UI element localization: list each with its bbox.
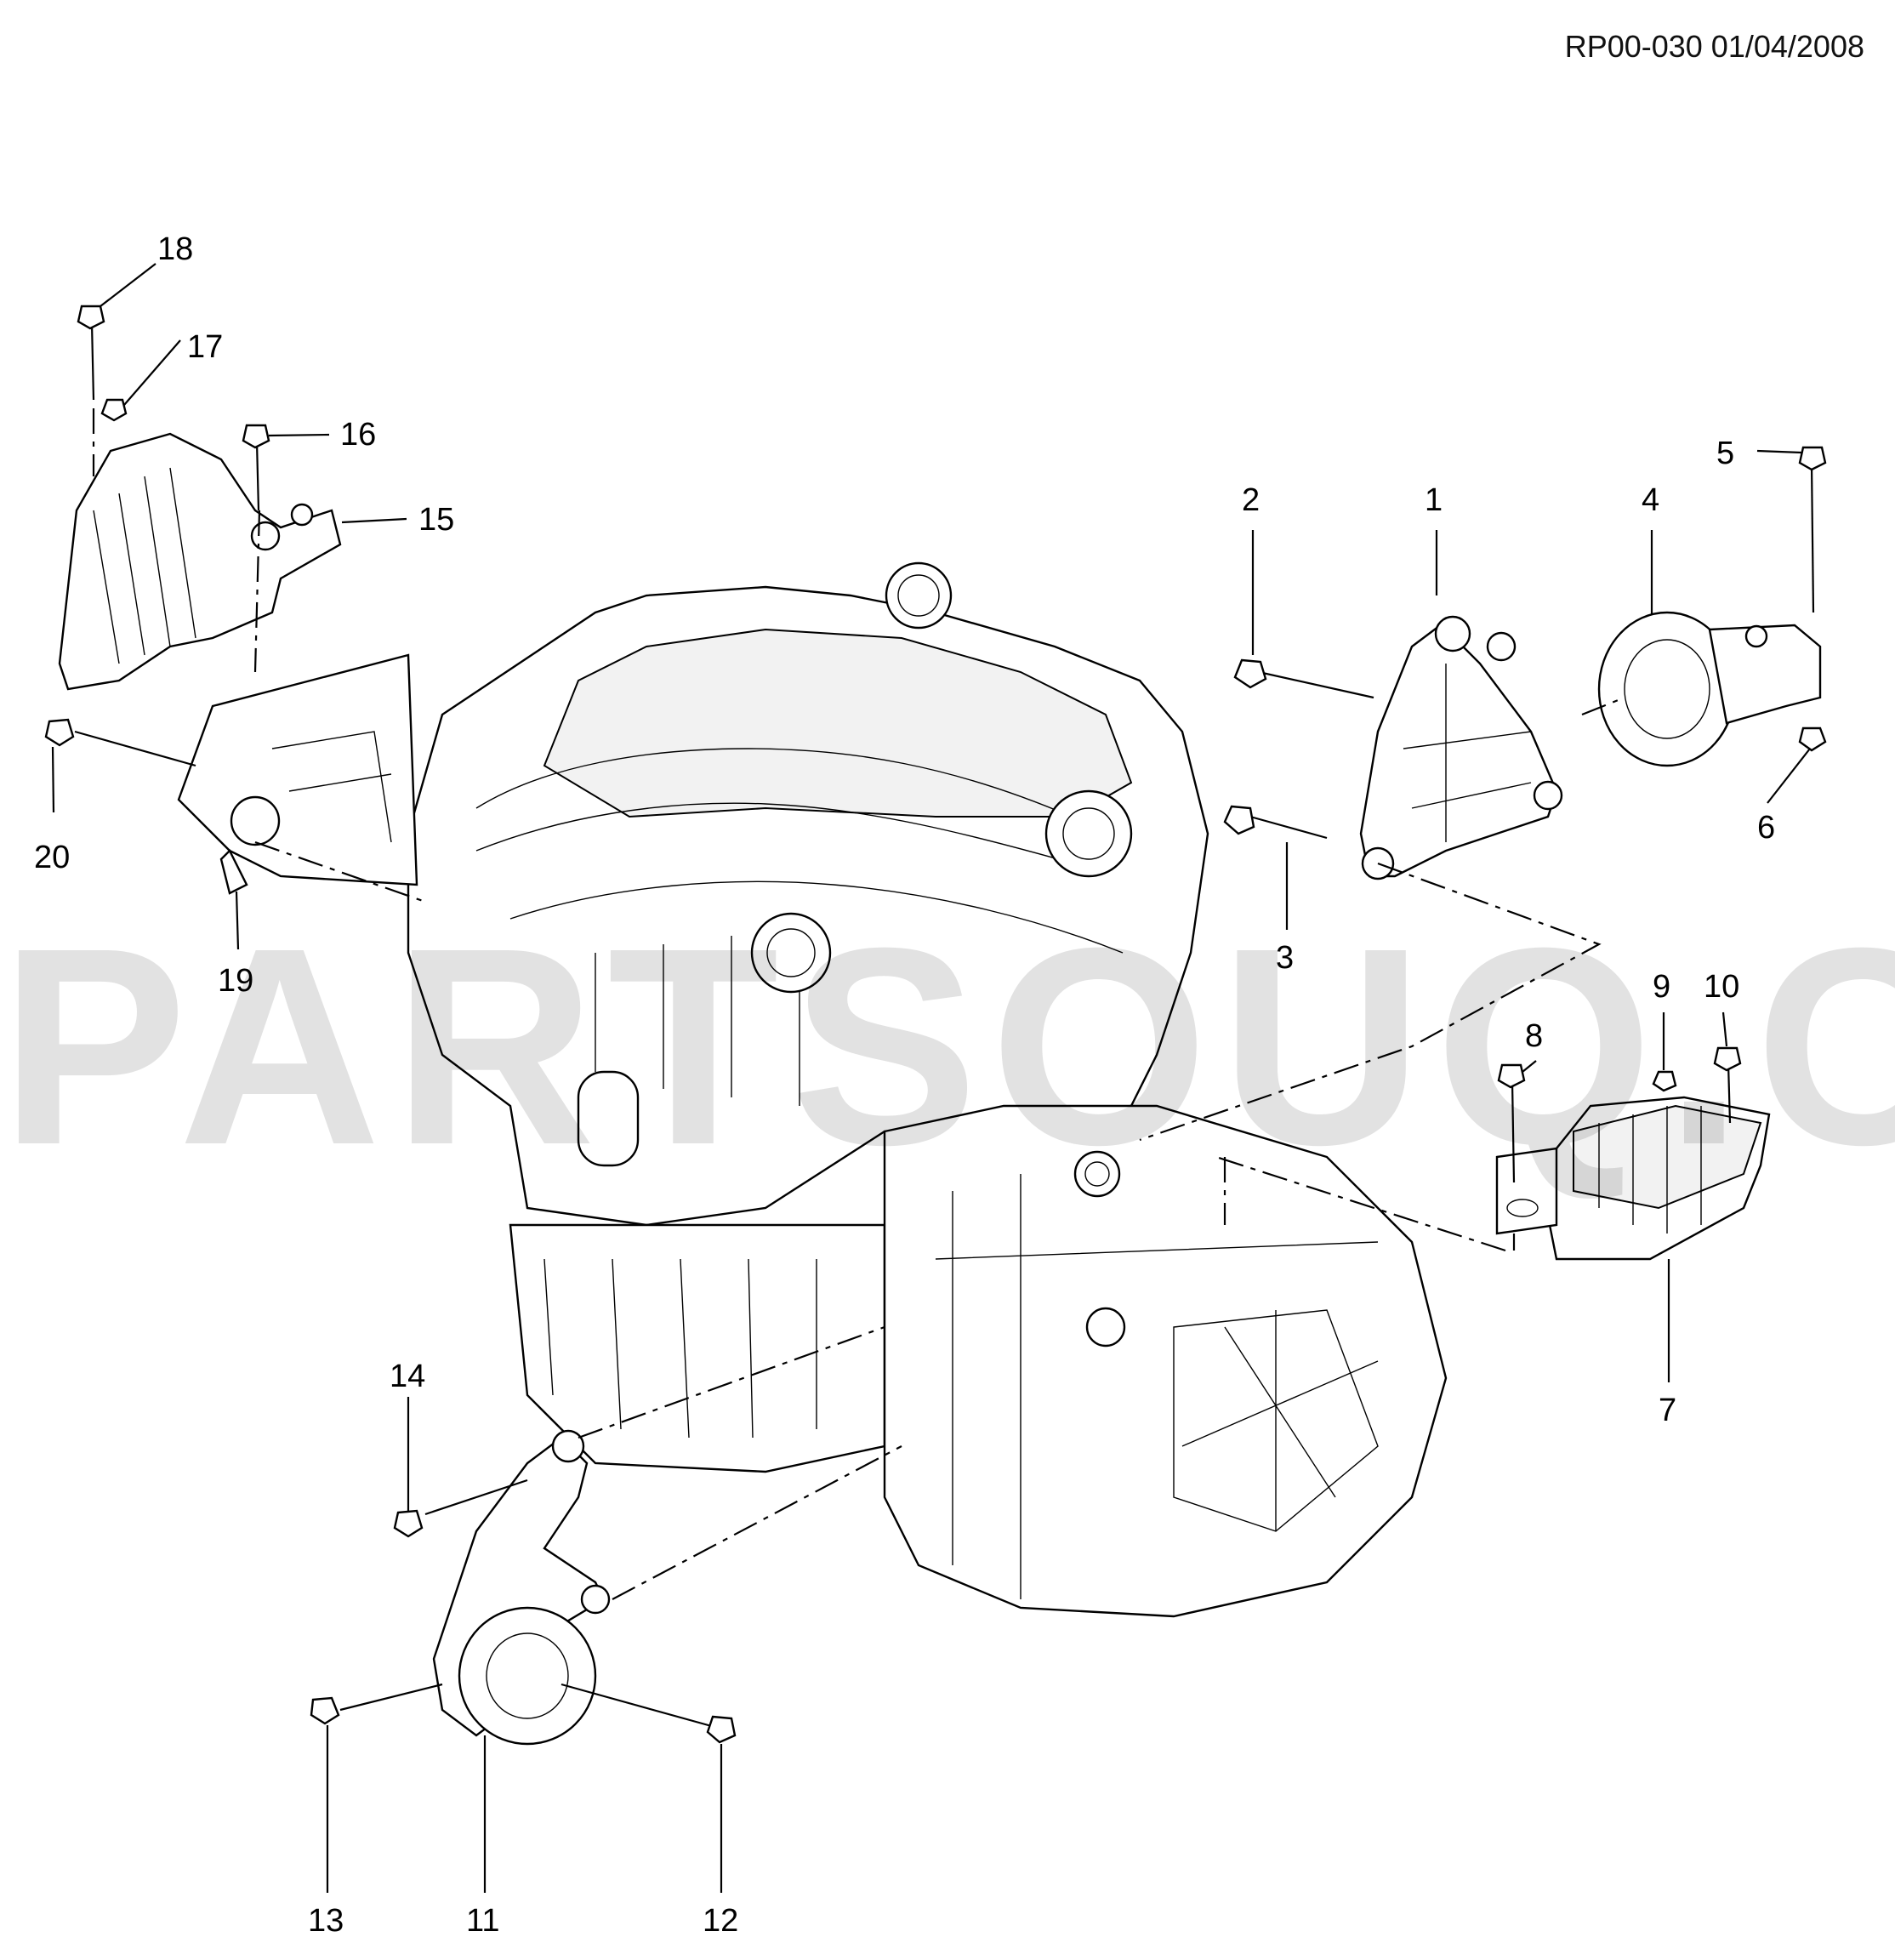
- callout-5: 5: [1716, 436, 1734, 471]
- callout-9: 9: [1653, 969, 1670, 1005]
- callout-14: 14: [390, 1359, 425, 1394]
- callout-11: 11: [466, 1903, 499, 1939]
- leader-lines: [51, 263, 1811, 1893]
- callout-18: 18: [157, 231, 193, 267]
- callout-2: 2: [1242, 482, 1260, 518]
- callout-7: 7: [1659, 1393, 1676, 1428]
- callout-8: 8: [1525, 1018, 1543, 1054]
- callout-1: 1: [1425, 482, 1443, 518]
- callout-16: 16: [340, 417, 376, 453]
- callout-4: 4: [1642, 482, 1659, 518]
- engine-assembly: [407, 561, 1448, 1618]
- callout-12: 12: [703, 1903, 738, 1939]
- callout-labels: 1 2 3 4 5 6 7 8 9 10 11 12 13 14 15 16 1…: [34, 231, 1775, 1939]
- right-lower-mount: [1215, 1046, 1771, 1261]
- callout-13: 13: [308, 1903, 344, 1939]
- callout-20: 20: [34, 840, 70, 875]
- callout-19: 19: [218, 963, 253, 999]
- callout-10: 10: [1704, 969, 1739, 1005]
- left-upper-mount: [44, 305, 426, 903]
- callout-6: 6: [1757, 810, 1775, 846]
- callout-3: 3: [1276, 940, 1294, 976]
- right-upper-mount: [1139, 446, 1827, 1142]
- callout-15: 15: [418, 502, 454, 538]
- lower-front-mount: [310, 1325, 902, 1746]
- document-reference: RP00-030 01/04/2008: [1564, 29, 1864, 64]
- callout-17: 17: [187, 329, 223, 365]
